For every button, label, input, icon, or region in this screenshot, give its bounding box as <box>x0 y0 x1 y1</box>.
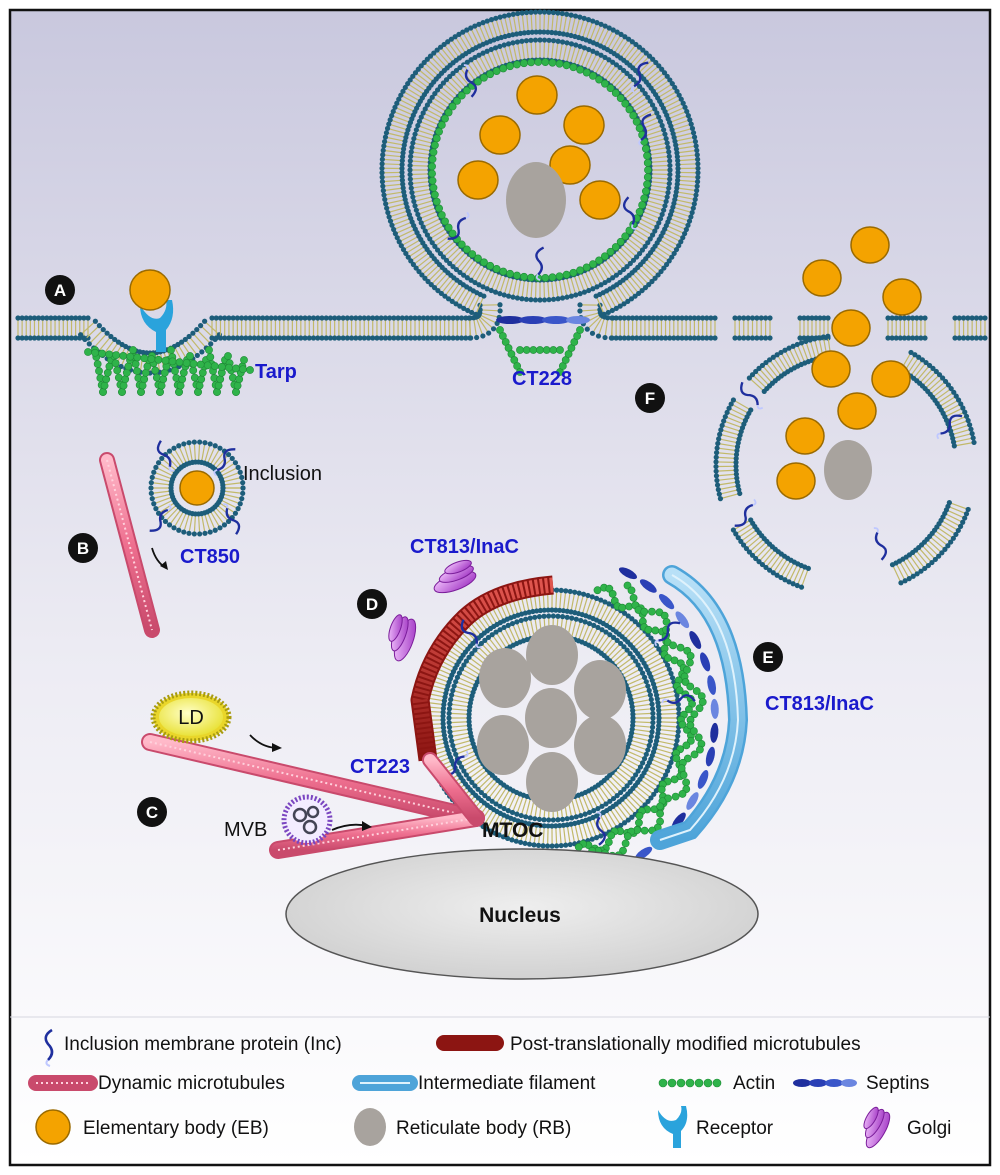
badge-e: E <box>753 642 783 672</box>
legend-receptor: Receptor <box>696 1118 774 1139</box>
badge-f: F <box>635 383 665 413</box>
legend-eb: Elementary body (EB) <box>83 1118 269 1139</box>
legend-golgi-icon <box>863 1106 891 1149</box>
svg-text:C: C <box>146 803 158 822</box>
legend-actin-icon <box>658 1078 722 1088</box>
legend-inc-icon <box>44 1028 54 1067</box>
ct813-top-label: CT813/InaC <box>410 536 519 558</box>
elementary-body-b <box>179 470 215 506</box>
panel-a-entry <box>84 269 254 396</box>
inc-proteins-b <box>149 440 241 535</box>
elementary-body-a <box>129 269 171 311</box>
dynamic-microtubule-b <box>99 452 160 638</box>
panel-b <box>99 440 241 638</box>
mvb-label: MVB <box>224 819 267 841</box>
mtoc-label: MTOC <box>482 819 543 842</box>
svg-text:B: B <box>77 539 89 558</box>
golgi-icon <box>388 614 417 662</box>
legend-receptor-icon <box>658 1106 688 1148</box>
legend-if: Intermediate filament <box>418 1073 596 1094</box>
legend-ptm: Post-translationally modified microtubul… <box>510 1034 861 1055</box>
ct228-label: CT228 <box>512 368 572 390</box>
multivesicular-body <box>281 794 333 846</box>
reticulate-body-f <box>824 440 872 500</box>
inc-proteins-f <box>734 381 963 561</box>
eb-group-top <box>457 75 621 220</box>
golgi-icon <box>433 559 477 594</box>
inc-proteins-top <box>447 61 652 281</box>
actin-tarp <box>84 346 254 396</box>
lipid-droplet: LD <box>150 690 232 744</box>
ct850-label: CT850 <box>180 546 240 568</box>
legend-eb-icon <box>35 1109 71 1145</box>
legend-dyn: Dynamic microtubules <box>98 1073 285 1094</box>
septin-neck <box>496 316 590 324</box>
ct223-label: CT223 <box>350 756 410 778</box>
svg-text:E: E <box>762 648 773 667</box>
legend-actin: Actin <box>733 1073 775 1094</box>
badge-c: C <box>137 797 167 827</box>
membranes <box>15 9 988 849</box>
legend: Inclusion membrane protein (Inc) Post-tr… <box>28 1028 951 1149</box>
inclusion-label: Inclusion <box>243 463 322 485</box>
svg-text:D: D <box>366 595 378 614</box>
svg-text:A: A <box>54 281 66 300</box>
panel-f-release <box>734 226 963 561</box>
legend-rb: Reticulate body (RB) <box>396 1118 571 1139</box>
big-inclusion <box>410 565 749 872</box>
legend-inc: Inclusion membrane protein (Inc) <box>64 1034 342 1055</box>
legend-golgi: Golgi <box>907 1118 951 1139</box>
nucleus-label: Nucleus <box>479 904 561 927</box>
legend-septin-icon <box>793 1079 857 1087</box>
legend-septins: Septins <box>866 1073 929 1094</box>
ld-label: LD <box>178 707 204 729</box>
badge-a: A <box>45 275 75 305</box>
legend-rb-icon <box>354 1108 386 1146</box>
rb-group-big <box>477 625 626 812</box>
badge-d: D <box>357 589 387 619</box>
actin-neck <box>496 326 584 376</box>
badge-b: B <box>68 533 98 563</box>
svg-text:F: F <box>645 389 655 408</box>
reticulate-body-top <box>506 162 566 238</box>
nucleus <box>285 848 759 980</box>
eb-group-f <box>776 226 922 500</box>
receptor-icon <box>140 300 174 352</box>
top-inclusion <box>428 58 652 376</box>
actin-ring-top <box>428 58 652 282</box>
ct813-e-label: CT813/InaC <box>765 693 874 715</box>
tarp-label: Tarp <box>255 361 297 383</box>
